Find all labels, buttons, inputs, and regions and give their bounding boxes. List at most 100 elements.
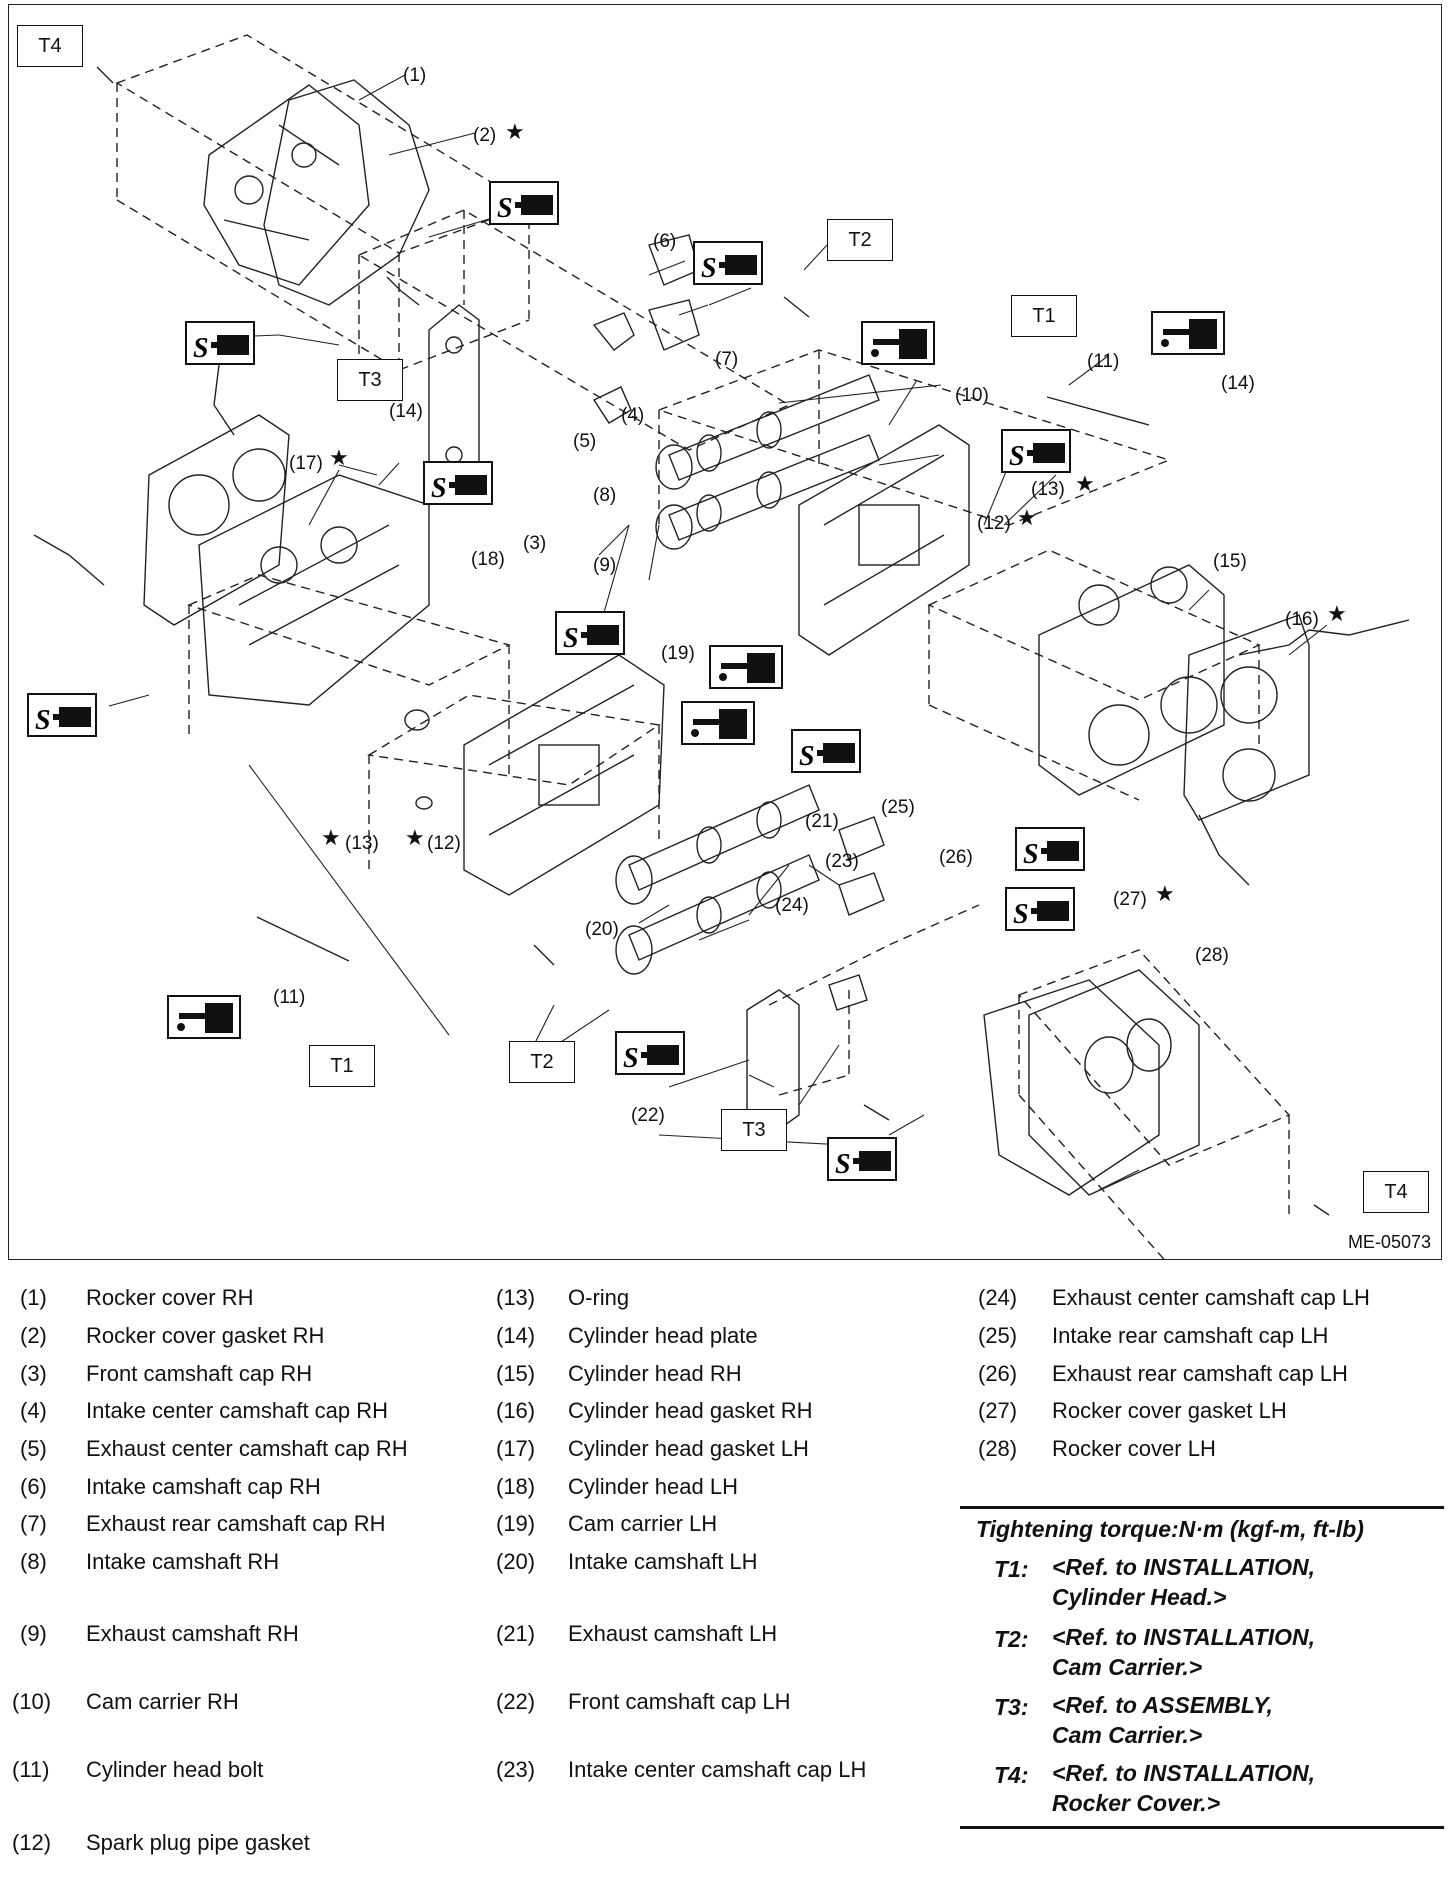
legend-num: (3) (20, 1361, 47, 1386)
svg-text:S: S (835, 1149, 851, 1180)
exploded-diagram: T4 T3 T2 T1 T1 T2 T3 T4 S S S S S S S S … (8, 4, 1442, 1261)
legend-name: Intake center camshaft cap LH (568, 1757, 867, 1782)
svg-text:S: S (701, 253, 717, 284)
callout-18: (18) (471, 549, 505, 570)
legend-num: (10) (12, 1689, 52, 1714)
grease-icon: S (693, 241, 763, 285)
legend-name: Rocker cover LH (1052, 1436, 1216, 1461)
legend-num: (16) (496, 1398, 536, 1423)
grease-icon: S (1015, 827, 1085, 871)
legend-name: Exhaust center camshaft cap RH (86, 1436, 408, 1461)
legend-num: (7) (20, 1511, 47, 1536)
legend-num: (18) (496, 1474, 536, 1499)
cam-carrier-rh-shape (798, 424, 970, 656)
rocker-cover-gasket-rh-shape (263, 79, 430, 306)
callout-10: (10) (955, 385, 989, 406)
torque-key: T1: (994, 1556, 1029, 1582)
svg-text:S: S (497, 193, 513, 224)
legend-name: Cylinder head LH (568, 1474, 738, 1499)
grease-icon: S (1001, 429, 1071, 473)
torque-bottom-rule (960, 1826, 1444, 1829)
callout-23: (23) (825, 851, 859, 872)
oil-can-icon (681, 701, 755, 745)
grease-icon: S (1005, 887, 1075, 931)
callout-28: (28) (1195, 945, 1229, 966)
grease-icon: S (27, 693, 97, 737)
torque-table: Tightening torque:N·m (kgf-m, ft-lb) T1:… (960, 1506, 1444, 1832)
legend-name: Exhaust camshaft RH (86, 1621, 299, 1646)
legend-num: (14) (496, 1323, 536, 1348)
grease-icon: S (489, 181, 559, 225)
callout-13-top: (13) (1031, 479, 1065, 500)
svg-text:S: S (1009, 441, 1025, 472)
legend-name: Exhaust rear camshaft cap RH (86, 1511, 386, 1536)
callout-1: (1) (403, 65, 427, 86)
torque-ref: <Ref. to ASSEMBLY, Cam Carrier.> (1052, 1692, 1273, 1748)
legend-name: Intake center camshaft cap RH (86, 1398, 389, 1423)
legend-name: Exhaust center camshaft cap LH (1052, 1285, 1370, 1310)
torque-title: Tightening torque:N·m (kgf-m, ft-lb) (976, 1516, 1364, 1542)
star-icon: ★ (505, 119, 525, 144)
cylinder-head-gasket-lh-shape (143, 414, 290, 626)
legend-num: (23) (496, 1757, 536, 1782)
legend-name: Intake camshaft RH (86, 1549, 280, 1574)
legend-name: Rocker cover gasket LH (1052, 1398, 1287, 1423)
callout-27: (27) (1113, 889, 1147, 910)
legend-name: Front camshaft cap RH (86, 1361, 313, 1386)
rocker-cover-rh-part (115, 34, 531, 371)
oil-can-icon (1151, 311, 1225, 355)
oil-can-icon (709, 645, 783, 689)
torque-mark-t2-bottom: T2 (509, 1041, 575, 1083)
legend-num: (24) (978, 1285, 1018, 1310)
svg-text:S: S (1013, 899, 1029, 930)
legend-name: Rocker cover RH (86, 1285, 254, 1310)
front-cap-rh-box (357, 209, 791, 451)
rocker-cover-lh-box (1017, 949, 1291, 1261)
torque-ref: <Ref. to INSTALLATION, Rocker Cover.> (1052, 1760, 1315, 1816)
svg-text:S: S (1023, 839, 1039, 870)
grease-icon: S (827, 1137, 897, 1181)
cylinder-head-rh-box (927, 549, 1261, 801)
callout-25: (25) (881, 797, 915, 818)
broken-line-right (1198, 619, 1410, 886)
cam-carrier-lh-shape (463, 654, 665, 896)
legend-num: (8) (20, 1549, 47, 1574)
legend-name: Spark plug pipe gasket (86, 1830, 310, 1855)
legend-name: Cylinder head RH (568, 1361, 742, 1386)
torque-mark-t3-bottom: T3 (721, 1109, 787, 1151)
svg-text:S: S (431, 473, 447, 504)
rocker-cover-lh-shape (1028, 969, 1200, 1196)
svg-text:S: S (799, 741, 815, 772)
legend-num: (9) (20, 1621, 47, 1646)
legend-num: (2) (20, 1323, 47, 1348)
star-icon: ★ (1155, 881, 1175, 906)
cylinder-head-rh-shape (1038, 564, 1225, 796)
cam-carrier-lh-box (366, 694, 661, 875)
legend-num: (17) (496, 1436, 536, 1461)
torque-key: T3: (994, 1694, 1029, 1720)
callout-20: (20) (585, 919, 619, 940)
legend-num: (28) (978, 1436, 1018, 1461)
oil-can-icon (167, 995, 241, 1039)
torque-key: T4: (994, 1762, 1029, 1788)
callout-15: (15) (1213, 551, 1247, 572)
star-icon: ★ (1327, 601, 1347, 626)
legend-num: (20) (496, 1549, 536, 1574)
svg-text:S: S (563, 623, 579, 654)
callout-2: (2) (473, 125, 497, 146)
legend-num: (5) (20, 1436, 47, 1461)
torque-mark-t4-bottom: T4 (1363, 1171, 1429, 1213)
torque-mark-t1-top: T1 (1011, 295, 1077, 337)
star-icon: ★ (1075, 471, 1095, 496)
grease-icon: S (185, 321, 255, 365)
torque-top-rule (960, 1506, 1444, 1509)
callout-12-top: (12) (977, 513, 1011, 534)
callout-6: (6) (653, 231, 677, 252)
torque-ref: <Ref. to INSTALLATION, Cylinder Head.> (1052, 1554, 1315, 1610)
callout-26: (26) (939, 847, 973, 868)
grease-icon: S (615, 1031, 685, 1075)
oil-can-icon (861, 321, 935, 365)
torque-mark-t1-bottom: T1 (309, 1045, 375, 1087)
torque-mark-t2-top: T2 (827, 219, 893, 261)
camshafts-lh-shapes (615, 784, 820, 975)
